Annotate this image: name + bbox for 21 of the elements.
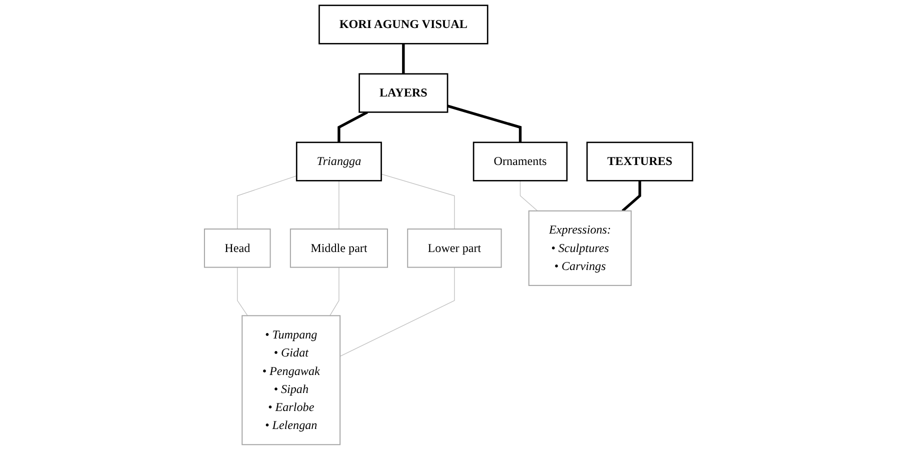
connector bbox=[237, 175, 297, 230]
connector bbox=[447, 104, 522, 142]
node-box: Middle part bbox=[290, 228, 388, 268]
connector bbox=[380, 174, 455, 230]
connector bbox=[330, 266, 340, 316]
node-box: Triangga bbox=[296, 142, 382, 182]
connector bbox=[340, 266, 455, 357]
node-box: TEXTURES bbox=[586, 142, 694, 182]
node-box: Head bbox=[204, 228, 271, 268]
node-box: Lower part bbox=[407, 228, 502, 268]
node-box: KORI AGUNG VISUAL bbox=[318, 4, 488, 44]
node-box: • Tumpang • Gidat • Pengawak • Sipah • Earlobe • Lelengan bbox=[242, 315, 341, 446]
node-box: Expressions: • Sculptures • Carvings bbox=[528, 210, 632, 286]
connector bbox=[338, 110, 368, 142]
connector bbox=[520, 180, 538, 212]
connector bbox=[237, 266, 248, 316]
connector bbox=[338, 180, 340, 230]
connector bbox=[402, 44, 405, 74]
node-box: LAYERS bbox=[358, 73, 448, 113]
node-box: Ornaments bbox=[472, 142, 568, 182]
connector bbox=[622, 180, 642, 212]
